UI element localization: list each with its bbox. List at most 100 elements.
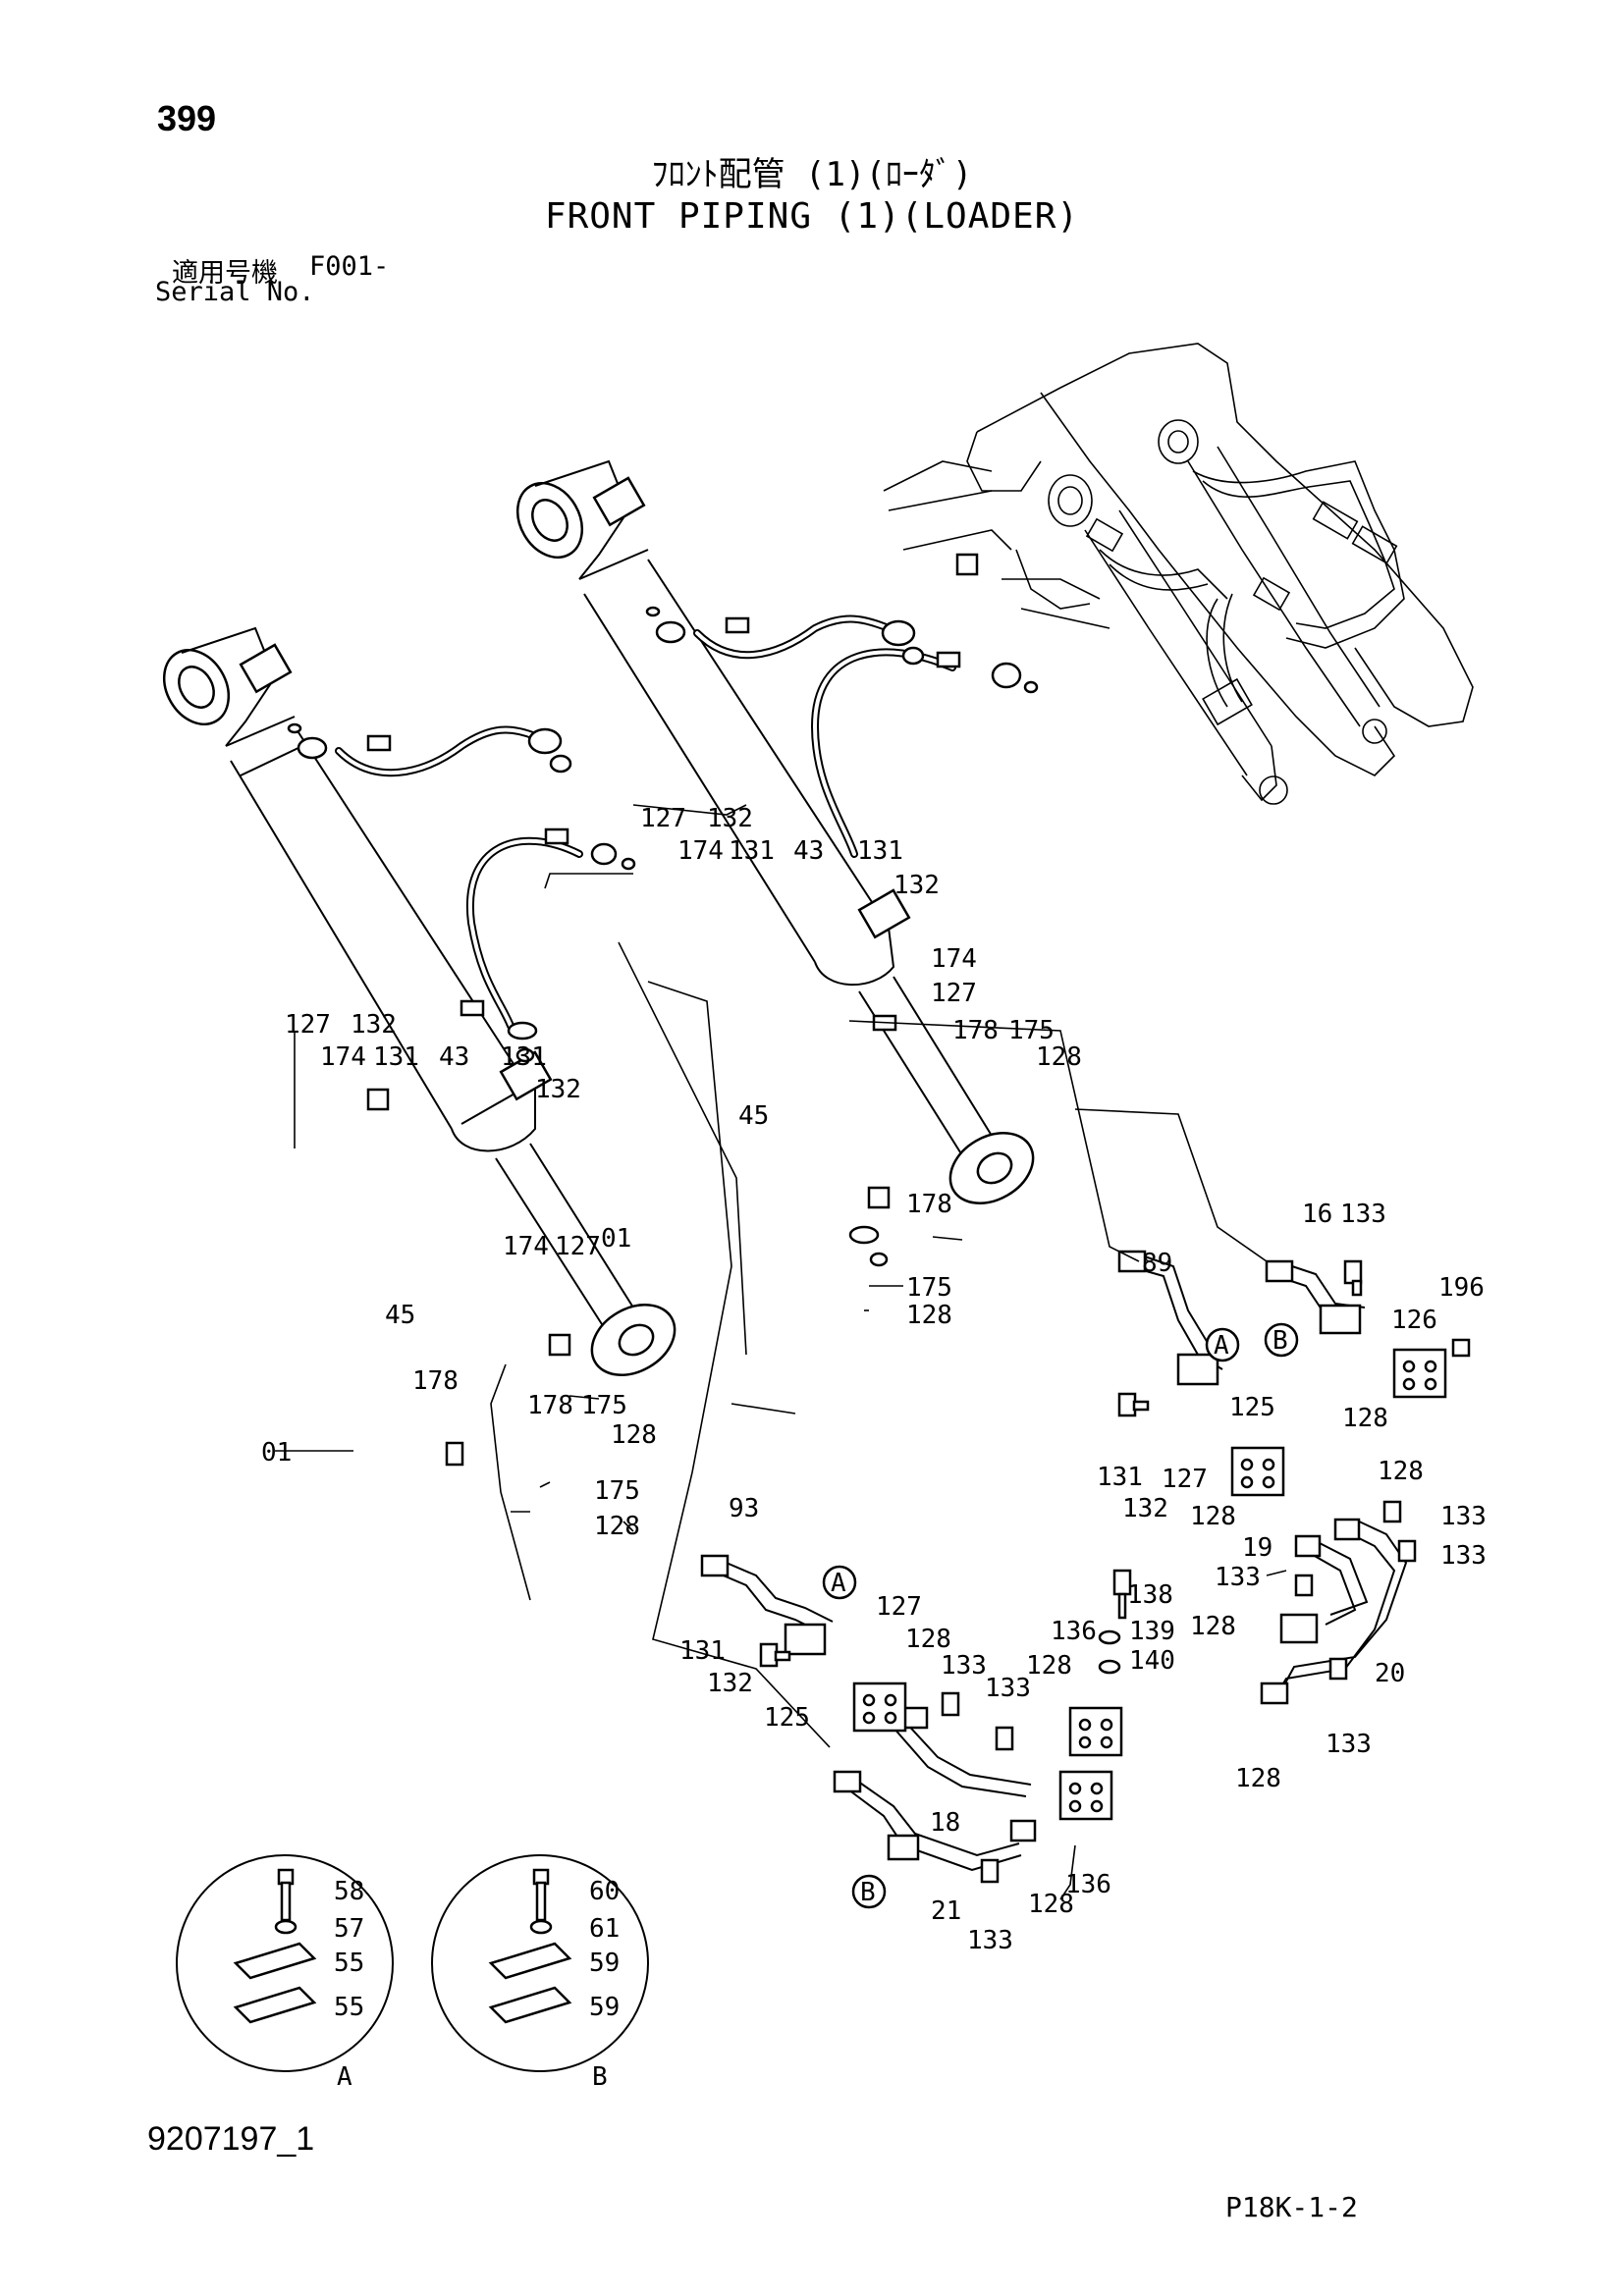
callout-127: 127 (931, 979, 977, 1008)
callout-18: 18 (930, 1808, 960, 1838)
callout-127: 127 (285, 1010, 331, 1040)
callout-61: 61 (589, 1914, 620, 1944)
callout-175: 175 (906, 1273, 952, 1303)
boom-cylinder-right (515, 459, 1035, 1204)
callout-136: 136 (1051, 1617, 1097, 1646)
callout-21: 21 (931, 1896, 961, 1926)
callout-136: 136 (1065, 1870, 1111, 1899)
callout-128: 128 (905, 1625, 951, 1654)
callout-59: 59 (589, 1949, 620, 1978)
fittings (287, 606, 1039, 1267)
callout-132: 132 (707, 804, 753, 833)
drawing-number: 9207197_1 (147, 2120, 315, 2158)
callout-60: 60 (589, 1877, 620, 1906)
callout-128: 128 (1190, 1502, 1236, 1531)
serial-label-japanese: 適用号機 (172, 258, 278, 289)
callout-128: 128 (1028, 1890, 1074, 1919)
callout-174: 174 (677, 836, 724, 866)
callout-175: 175 (581, 1391, 627, 1420)
marker-b: B (860, 1878, 876, 1907)
callout-93: 93 (729, 1494, 759, 1523)
callout-128: 128 (1190, 1612, 1236, 1641)
callout-128: 128 (1342, 1404, 1388, 1433)
callout-196: 196 (1438, 1273, 1485, 1303)
callout-45: 45 (738, 1101, 769, 1131)
callout-43: 43 (793, 836, 824, 866)
callout-labels: 127 132 174 131 43 131 132 174 127 178 1… (261, 804, 1487, 2092)
callout-133: 133 (1326, 1730, 1372, 1759)
callout-131: 131 (679, 1636, 726, 1666)
hose-43-left (335, 725, 539, 777)
callout-133: 133 (941, 1651, 987, 1681)
callout-133: 133 (967, 1926, 1013, 1955)
pipe-89 (1117, 1250, 1233, 1386)
callout-19: 19 (1242, 1533, 1272, 1563)
page-title-japanese: ﾌﾛﾝﾄ配管 (1)(ﾛｰﾀﾞ) (651, 155, 973, 194)
callout-128: 128 (906, 1301, 952, 1330)
callout-127: 127 (640, 804, 686, 833)
page-code: P18K-1-2 (1225, 2191, 1358, 2223)
marker-a: A (831, 1569, 846, 1598)
callout-175: 175 (1008, 1016, 1055, 1045)
callout-174: 174 (503, 1232, 549, 1261)
callout-133: 133 (1340, 1200, 1386, 1229)
overview-sketch (883, 343, 1474, 805)
page-number: 399 (157, 98, 217, 138)
callout-178: 178 (527, 1391, 573, 1420)
callout-131: 131 (373, 1042, 419, 1072)
page-title: FRONT PIPING (1)(LOADER) (544, 196, 1080, 237)
callout-133: 133 (1440, 1502, 1487, 1531)
callout-127: 127 (1162, 1465, 1208, 1494)
callout-128: 128 (1026, 1651, 1072, 1681)
block-125-right (1230, 1446, 1285, 1497)
callout-175: 175 (594, 1476, 640, 1506)
hose-43-right (693, 614, 893, 660)
detail-label-b: B (592, 2062, 608, 2092)
bolts (366, 553, 1471, 1884)
callout-132: 132 (1122, 1494, 1168, 1523)
callout-128: 128 (594, 1512, 640, 1541)
callout-128: 128 (1036, 1042, 1082, 1072)
callout-139: 139 (1129, 1617, 1175, 1646)
block-136-lower (1058, 1770, 1113, 1821)
pipe-93 (700, 1554, 834, 1656)
callout-89: 89 (1142, 1249, 1172, 1278)
block-125-left (852, 1682, 907, 1733)
callout-55: 55 (334, 1949, 364, 1978)
callout-127: 127 (876, 1592, 922, 1622)
callout-178: 178 (412, 1366, 459, 1396)
callout-132: 132 (351, 1010, 397, 1040)
callout-01: 01 (261, 1438, 292, 1468)
callout-126: 126 (1391, 1306, 1437, 1335)
callout-128: 128 (611, 1420, 657, 1450)
callout-128: 128 (1235, 1764, 1281, 1793)
callout-132: 132 (535, 1075, 581, 1104)
marker-a: A (1214, 1331, 1229, 1361)
callout-174: 174 (320, 1042, 366, 1072)
callout-140: 140 (1129, 1646, 1175, 1676)
boom-cylinder-left (162, 626, 677, 1376)
block-136-upper (1068, 1706, 1123, 1757)
callout-127: 127 (555, 1232, 601, 1261)
hose-45-left (465, 836, 583, 1030)
detail-circle-b (431, 1854, 649, 2072)
callout-20: 20 (1375, 1659, 1405, 1688)
callout-133: 133 (985, 1674, 1031, 1703)
pipe-21 (833, 1770, 1037, 1872)
callout-132: 132 (707, 1669, 753, 1698)
detail-label-a: A (337, 2062, 352, 2092)
callout-16: 16 (1302, 1200, 1332, 1229)
callout-131: 131 (857, 836, 903, 866)
pipe-18 (893, 1706, 1032, 1797)
hose-45-right (810, 648, 956, 858)
callout-45: 45 (385, 1301, 415, 1330)
callout-174: 174 (931, 944, 977, 974)
callout-133: 133 (1440, 1541, 1487, 1571)
callout-01: 01 (601, 1224, 631, 1254)
pipe-16 (1265, 1259, 1366, 1335)
pipe-19 (1279, 1534, 1369, 1644)
marker-circles (822, 1322, 1299, 1909)
callout-57: 57 (334, 1914, 364, 1944)
callout-125: 125 (1229, 1393, 1275, 1422)
